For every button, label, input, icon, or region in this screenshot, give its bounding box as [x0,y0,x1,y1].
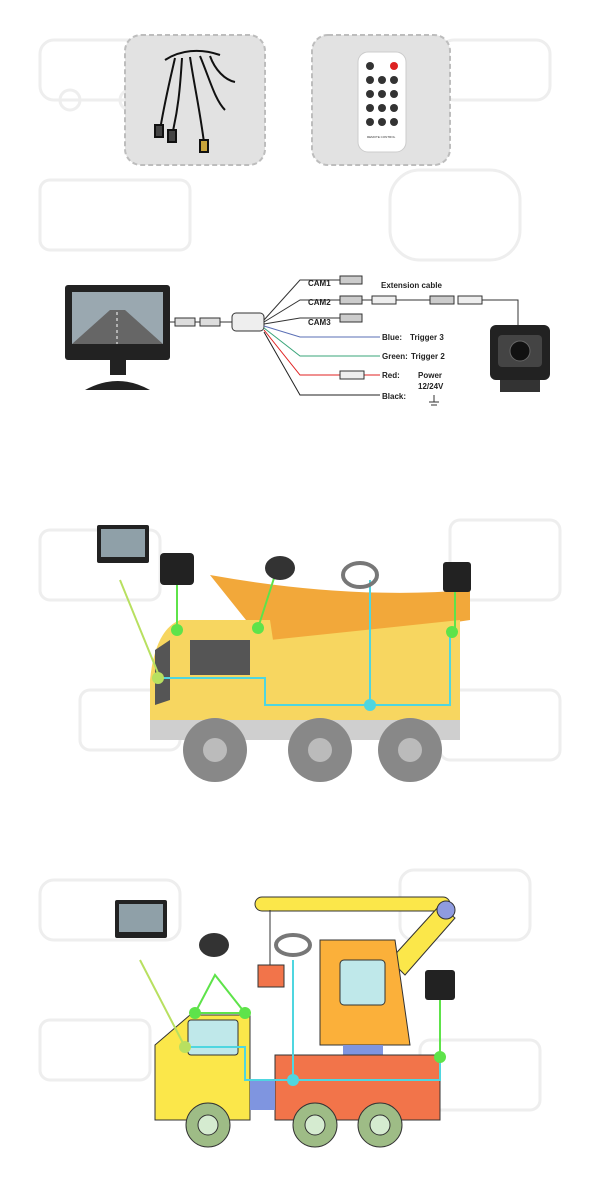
remote-control-icon: REMOTE CONTROL [357,51,407,153]
red-wire-voltage: 12/24V [418,382,444,391]
side-camera-icon [199,933,229,957]
background-vehicle-outlines [38,38,562,1112]
green-wire-target: Trigger 2 [411,352,445,361]
side-camera-icon [265,556,295,580]
remote-label: REMOTE CONTROL [367,135,396,139]
cam3-label: CAM3 [308,318,331,327]
red-wire-label: Red: [382,371,400,380]
dump-truck-install [97,525,471,782]
blue-wire-target: Trigger 3 [410,333,444,342]
green-wire-label: Green: [382,352,408,361]
cable-harness-panel [124,34,266,166]
rear-camera-icon [490,325,550,392]
black-wire-label: Black: [382,392,406,401]
monitor-icon [65,285,170,390]
cable-harness-icon [154,49,236,153]
wiring-diagram: CAM1 CAM2 CAM3 Extension cable Blue: Tri… [65,275,550,406]
extension-cable-icon [274,933,312,957]
red-wire-target: Power [418,371,442,380]
cam2-label: CAM2 [308,298,331,307]
crane-truck-install [115,896,456,1148]
rear-camera-icon [443,562,471,592]
rear-camera-icon [425,970,455,1000]
extension-cable-label: Extension cable [381,281,442,290]
remote-control-panel: REMOTE CONTROL [311,34,451,166]
blue-wire-label: Blue: [382,333,402,342]
cam1-label: CAM1 [308,279,331,288]
rear-camera-icon [160,553,194,585]
extension-cable-icon [341,561,379,589]
